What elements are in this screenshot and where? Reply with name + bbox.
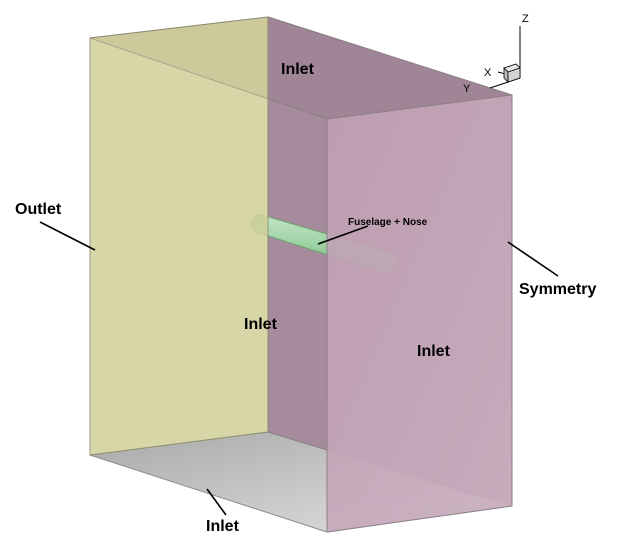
symmetry-face (326, 94, 513, 533)
symmetry-leader (507, 241, 559, 277)
label-symmetry: Symmetry (519, 281, 596, 298)
label-inlet-bottom: Inlet (206, 518, 240, 535)
axis-label-x: X (484, 67, 492, 79)
label-inlet-middle: Inlet (244, 316, 278, 333)
outlet-leader (39, 221, 96, 251)
box-edge-top-front (89, 37, 328, 120)
label-outlet: Outlet (15, 201, 62, 218)
label-inlet-top: Inlet (281, 61, 315, 78)
axis-label-y: Y (463, 83, 471, 95)
axis-label-z: Z (522, 13, 529, 25)
axis-triad: Z X Y (463, 13, 529, 95)
label-fuselage: Fuselage + Nose (348, 217, 428, 228)
inlet-bottom-leader (206, 488, 227, 516)
fuselage-leader (317, 225, 369, 245)
label-inlet-right: Inlet (417, 343, 451, 360)
box-edge-bottom-front (89, 454, 328, 533)
outlet-face (89, 16, 269, 456)
axis-cube-icon (503, 63, 521, 83)
